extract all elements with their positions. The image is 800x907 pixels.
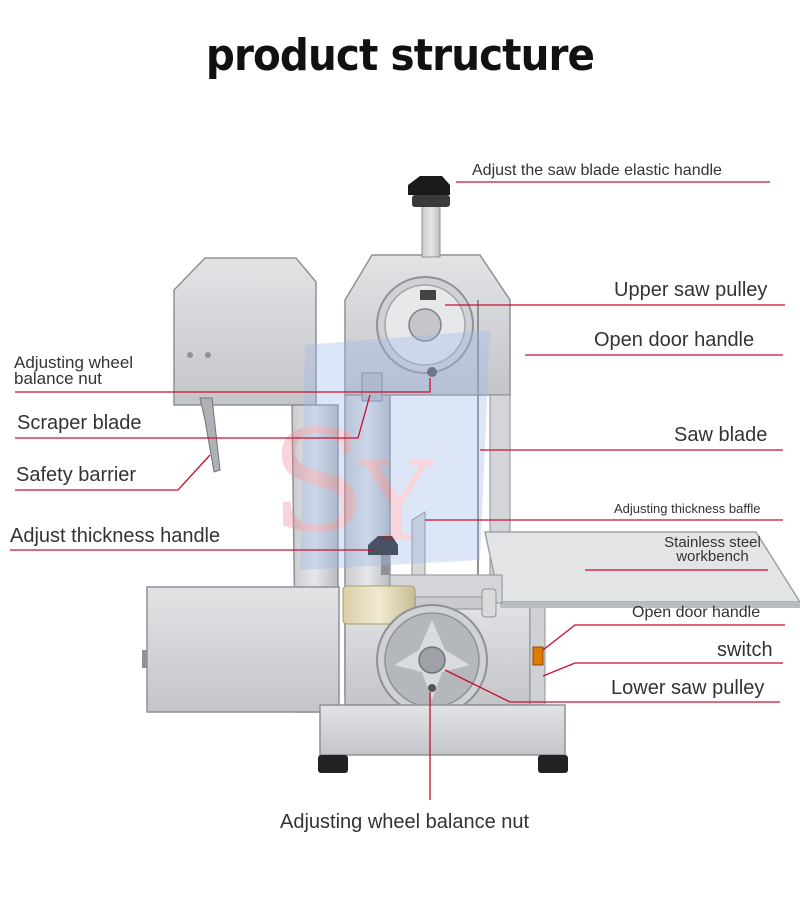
label-safety-barrier: Safety barrier	[16, 464, 137, 486]
blade-tension-post	[408, 176, 450, 258]
leader-switch	[542, 662, 783, 677]
label-upper-saw-pulley: Upper saw pulley	[614, 279, 768, 301]
page-title: product structure	[205, 30, 595, 81]
label-adjusting-wheel-balance-nut-lower: Adjusting wheel balance nut	[280, 811, 530, 833]
watermark-logo: S Y	[270, 330, 490, 570]
switch-shape	[532, 646, 544, 666]
label-stainless-steel-workbench: Stainless steel workbench	[664, 534, 761, 566]
label-saw-blade: Saw blade	[674, 424, 768, 446]
label-open-door-handle-lower: Open door handle	[632, 604, 761, 621]
label-lower-saw-pulley: Lower saw pulley	[611, 677, 765, 699]
svg-text:S: S	[270, 401, 366, 564]
leader-open-door-handle-lower	[542, 624, 785, 651]
label-adjusting-thickness-baffle: Adjusting thickness baffle	[614, 501, 761, 516]
leader-safety-barrier	[15, 454, 211, 491]
scraper-bracket	[361, 372, 383, 402]
label-adjust-thickness-handle: Adjust thickness handle	[10, 525, 221, 547]
svg-text:Y: Y	[358, 438, 434, 566]
open-door	[142, 257, 340, 713]
safety-barrier-shape	[199, 397, 221, 473]
label-switch: switch	[717, 639, 773, 661]
leader-adjusting-wheel-balance-nut-upper	[15, 378, 431, 393]
lower-pulley	[376, 604, 488, 716]
label-open-door-handle-upper: Open door handle	[594, 329, 755, 351]
leader-scraper-blade	[15, 394, 371, 439]
machine-base	[318, 704, 568, 773]
leader-lower-saw-pulley	[444, 669, 780, 703]
label-scraper-blade: Scraper blade	[17, 412, 142, 434]
label-adjusting-wheel-balance-nut-upper: Adjusting wheel balance nut	[14, 353, 134, 389]
label-saw-blade-elastic-handle: Adjust the saw blade elastic handle	[472, 162, 722, 179]
leader-lines	[10, 181, 785, 800]
thickness-knob	[368, 536, 398, 575]
